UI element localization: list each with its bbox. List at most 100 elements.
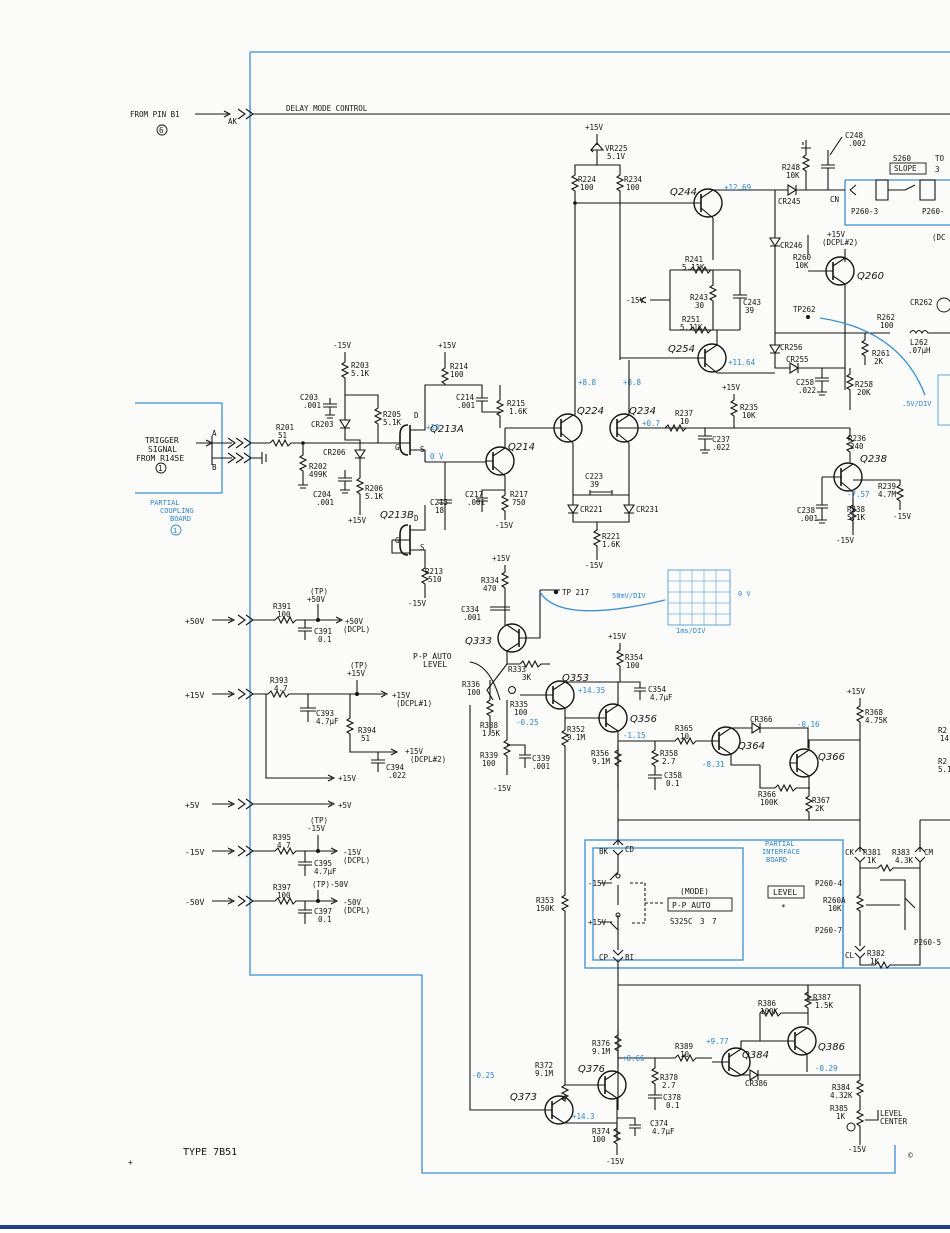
q213a-label[interactable]: Q213A [430, 424, 464, 435]
r339-value: 100 [482, 759, 496, 768]
r239-value: 4.7M [878, 490, 897, 499]
q214-label[interactable]: Q214 [508, 442, 535, 453]
to-label: TO [935, 154, 945, 163]
c248-value: .002 [848, 139, 866, 148]
p15-r368: +15V [847, 687, 866, 696]
r358-value: 2.7 [662, 757, 676, 766]
c397-label: C397 [314, 907, 332, 916]
q213b-s: S [420, 543, 425, 552]
c394-label: C394 [386, 763, 405, 772]
r372-value: 9.1M [535, 1069, 554, 1078]
q376-label[interactable]: Q376 [578, 1064, 605, 1075]
c248-label: C248 [845, 131, 864, 140]
m15-tp: (TP) [310, 816, 328, 825]
r391-value: 100 [277, 610, 291, 619]
c354-value: 4.7µF [650, 693, 673, 702]
r376-label: R376 [592, 1039, 611, 1048]
q213b-label[interactable]: Q213B [380, 510, 414, 521]
s260-label: S260 [893, 154, 912, 163]
trigger-line-2: SIGNAL [148, 445, 177, 454]
q386-label[interactable]: Q386 [818, 1042, 845, 1053]
dcpl2-q260: (DCPL#2) [822, 238, 858, 247]
p15-r206: +15V [348, 516, 367, 525]
pp-auto-button[interactable] [667, 897, 733, 912]
trigger-line-3: FROM R145E [136, 454, 184, 463]
v-066: +0.66 [622, 1054, 645, 1063]
r241-label: R241 [685, 255, 703, 264]
q356-label[interactable]: Q356 [630, 714, 657, 725]
m15-r217: -15V [495, 521, 514, 530]
c243-value: 39 [745, 306, 754, 315]
r381-label: R381 [863, 848, 881, 857]
c204-value: .001 [316, 498, 334, 507]
c374-value: 4.7µF [652, 1127, 675, 1136]
cr262-led [936, 297, 950, 313]
c214-label: C214 [456, 393, 475, 402]
r201-value: 51 [278, 431, 287, 440]
r381-value: 1K [867, 856, 877, 865]
p260-7: P260-7 [815, 926, 842, 935]
partial-coupling-num: 1 [173, 527, 177, 535]
r367-value: 2K [815, 804, 825, 813]
r260-value: 10K [795, 261, 809, 270]
c358-value: 0.1 [666, 779, 680, 788]
q260-label[interactable]: Q260 [857, 271, 884, 282]
q333-label[interactable]: Q333 [465, 636, 492, 647]
r205-label: R205 [383, 410, 401, 419]
r368-value: 4.75K [865, 716, 888, 725]
r258-value: 20K [857, 388, 871, 397]
v-1269: +12.69 [724, 183, 751, 192]
q234-label[interactable]: Q234 [629, 406, 656, 417]
r205-value: 5.1K [383, 418, 402, 427]
edge-r1b: 14 [940, 734, 950, 743]
cr203-label: CR203 [311, 420, 334, 429]
p15-dcpl1: (DCPL#1) [396, 699, 432, 708]
r262-label: R262 [877, 313, 895, 322]
p15-r214: +15V [438, 341, 457, 350]
q254-label[interactable]: Q254 [668, 344, 695, 355]
r335-pot-marker[interactable] [508, 686, 516, 694]
r365-value: 10 [680, 732, 690, 741]
r335-label: R335 [510, 700, 528, 709]
q373-label[interactable]: Q373 [510, 1092, 537, 1103]
r251-label: R251 [682, 315, 700, 324]
scope2-box [937, 374, 950, 426]
r394-value: 51 [361, 734, 370, 743]
cn-label: CN [830, 195, 839, 204]
partial-coupling-outline [135, 402, 223, 494]
level-control[interactable] [767, 885, 805, 899]
q366-label[interactable]: Q366 [818, 752, 845, 763]
r334-value: 470 [483, 584, 497, 593]
q238-label[interactable]: Q238 [860, 454, 887, 465]
q364-label[interactable]: Q364 [738, 741, 765, 752]
v-831: -8.31 [702, 760, 725, 769]
scope1-volt: 50mV/DIV [612, 592, 647, 600]
r202-label: R202 [309, 462, 327, 471]
vr225-label: VR225 [605, 144, 628, 153]
cl-label: CL [845, 951, 855, 960]
r391-label: R391 [273, 602, 291, 611]
p15-q260: +15V [827, 230, 846, 239]
c378-value: 0.1 [666, 1101, 680, 1110]
q244-label[interactable]: Q244 [670, 187, 697, 198]
q224-label[interactable]: Q224 [577, 406, 604, 417]
r385-pot-marker[interactable] [846, 1122, 856, 1132]
q353-label[interactable]: Q353 [562, 673, 589, 684]
p15-tp-v: +15V [347, 669, 366, 678]
m50-tp: (TP)-50V [312, 880, 349, 889]
r206-label: R206 [365, 484, 384, 493]
supply-m15: -15V [185, 848, 204, 857]
r384-label: R384 [832, 1083, 851, 1092]
c374-label: C374 [650, 1119, 669, 1128]
interface-1: PARTIAL [765, 840, 795, 848]
copyright-mark: © [908, 1151, 913, 1160]
slope-box[interactable] [889, 162, 927, 175]
r389-value: 10 [680, 1050, 690, 1059]
r393-value: 4.7 [274, 684, 288, 693]
from-pin-marker [156, 124, 168, 136]
r387-value: 1.5K [815, 1001, 834, 1010]
cr221-label: CR221 [580, 505, 603, 514]
r395-label: R395 [273, 833, 291, 842]
cp-label: CP [599, 953, 609, 962]
q384-label[interactable]: Q384 [742, 1050, 769, 1061]
